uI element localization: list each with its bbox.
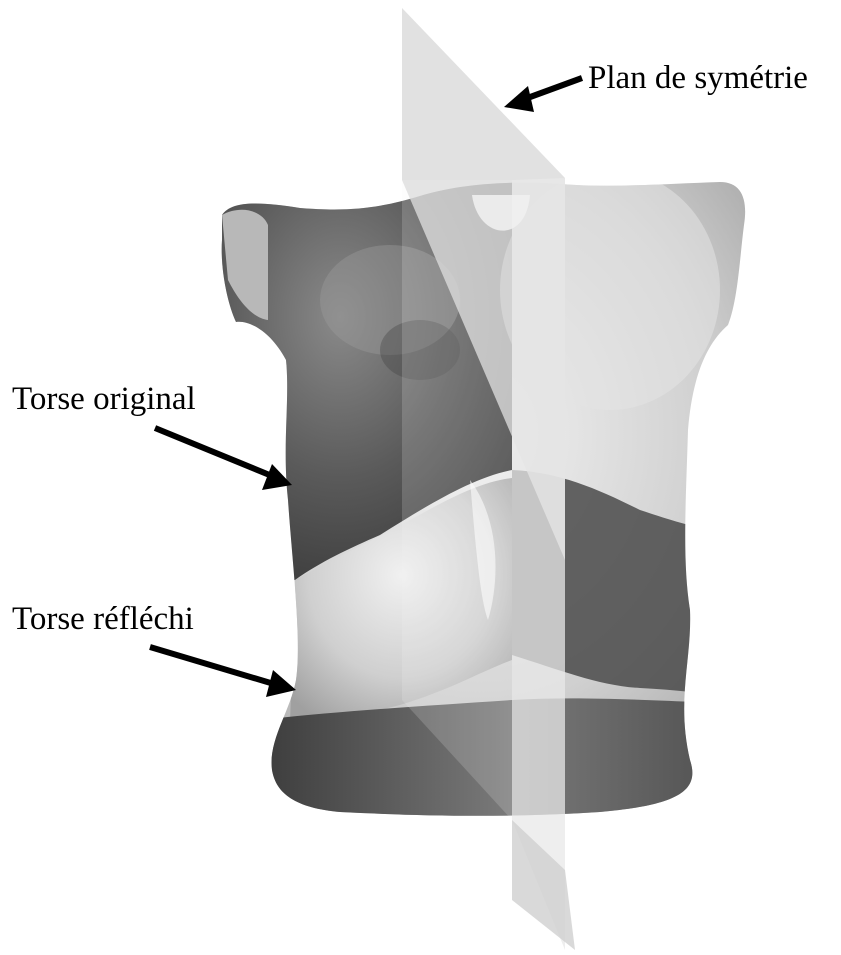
arrow-to-original (155, 428, 292, 490)
arrow-to-plane (504, 78, 582, 112)
arrow-to-reflected (150, 647, 296, 697)
original-torso-label: Torse original (12, 383, 196, 416)
symmetry-plane-label: Plan de symétrie (588, 62, 808, 95)
reflected-torso-label: Torse réfléchi (12, 603, 194, 636)
